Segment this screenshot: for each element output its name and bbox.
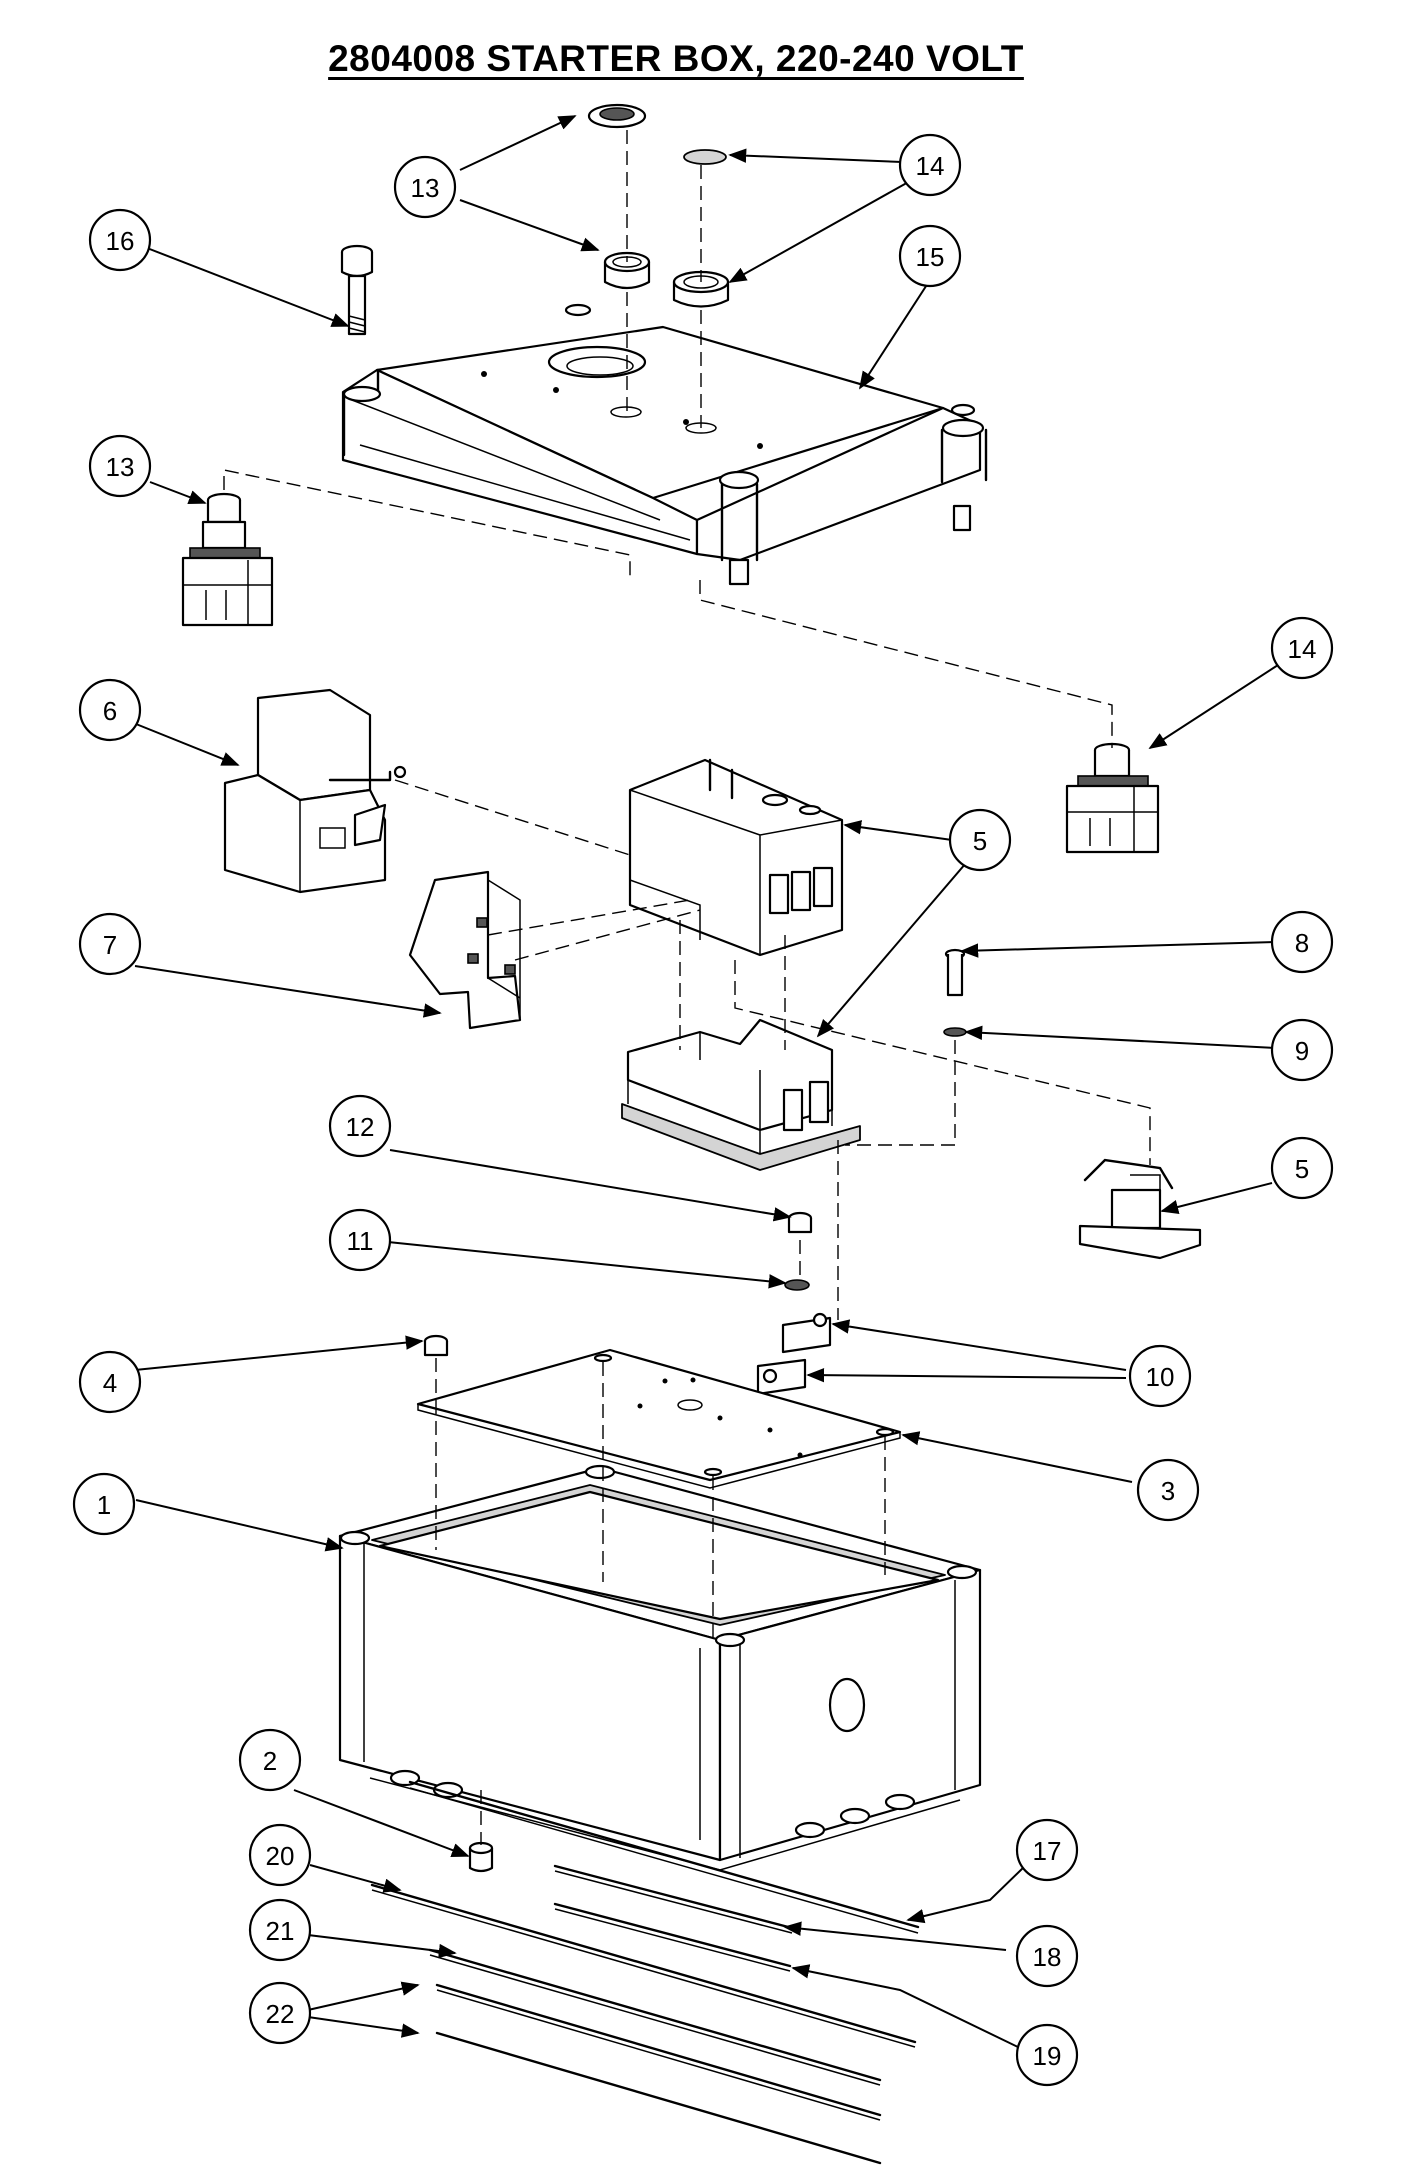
svg-text:18: 18 <box>1033 1942 1062 1972</box>
callout-19: 19 <box>1015 2023 1079 2087</box>
svg-text:5: 5 <box>973 826 987 856</box>
washer-9 <box>943 1027 967 1037</box>
wire-21 <box>428 1948 882 2086</box>
wire-22a <box>435 1983 882 2121</box>
overload-relay-6 <box>223 688 407 894</box>
callout-9: 9 <box>1270 1018 1334 1082</box>
svg-text:13: 13 <box>411 173 440 203</box>
contactor-base-5 <box>621 1018 861 1171</box>
svg-text:14: 14 <box>916 151 945 181</box>
svg-text:8: 8 <box>1295 928 1309 958</box>
wire-22b <box>435 2031 882 2165</box>
wire-19 <box>553 1902 792 1972</box>
wire-20 <box>370 1883 917 2048</box>
screw-8 <box>944 948 966 997</box>
ground-terminal-10 <box>756 1312 832 1396</box>
callout-7: 7 <box>78 912 142 976</box>
callout-8: 8 <box>1270 910 1334 974</box>
svg-text:22: 22 <box>266 1999 295 2029</box>
pushbutton-14 <box>1065 742 1160 854</box>
svg-text:19: 19 <box>1033 2041 1062 2071</box>
pushbutton-13 <box>181 492 274 627</box>
callout-6: 6 <box>78 678 142 742</box>
cover-screw-16 <box>340 244 374 336</box>
screw-12 <box>787 1211 813 1234</box>
mounting-plate-3 <box>416 1348 902 1489</box>
callout-13-top: 13 <box>393 155 457 219</box>
callout-14-top: 14 <box>898 133 962 197</box>
wire-18 <box>553 1864 794 1934</box>
callout-13-left: 13 <box>88 434 152 498</box>
cover-lid-15 <box>341 303 988 586</box>
auxiliary-contact-7 <box>408 870 522 1030</box>
svg-text:15: 15 <box>916 242 945 272</box>
svg-text:12: 12 <box>346 1112 375 1142</box>
callout-14-right: 14 <box>1270 616 1334 680</box>
callout-18: 18 <box>1015 1924 1079 1988</box>
contactor-5-upper <box>628 758 844 957</box>
callout-15: 15 <box>898 224 962 288</box>
callout-1: 1 <box>72 1472 136 1536</box>
svg-text:13: 13 <box>106 452 135 482</box>
lens-disc-top <box>683 149 727 165</box>
callout-16: 16 <box>88 208 152 272</box>
svg-text:20: 20 <box>266 1841 295 1871</box>
assembly-lines <box>223 130 1151 1845</box>
contactor-coil-5 <box>1078 1158 1202 1260</box>
svg-text:11: 11 <box>347 1226 374 1256</box>
callout-22: 22 <box>248 1981 312 2045</box>
enclosure-box-1 <box>338 1464 982 1871</box>
callout-12: 12 <box>328 1094 392 1158</box>
leader-lines <box>134 115 1279 2049</box>
callout-21: 21 <box>248 1898 312 1962</box>
svg-text:9: 9 <box>1295 1036 1309 1066</box>
svg-text:7: 7 <box>103 930 117 960</box>
plug-2 <box>468 1841 494 1873</box>
washer-11 <box>784 1279 810 1291</box>
page-title-text: 2804008 STARTER BOX, 220-240 VOLT <box>328 38 1024 79</box>
wire-17 <box>408 1780 920 1934</box>
svg-text:5: 5 <box>1295 1154 1309 1184</box>
callout-17: 17 <box>1015 1818 1079 1882</box>
screw-4 <box>423 1334 449 1357</box>
callout-5-lower: 5 <box>1270 1136 1334 1200</box>
callout-20: 20 <box>248 1823 312 1887</box>
callout-5-upper: 5 <box>948 808 1012 872</box>
callout-11: 11 <box>328 1208 392 1272</box>
svg-text:2: 2 <box>263 1746 277 1776</box>
svg-text:1: 1 <box>97 1490 111 1520</box>
svg-text:3: 3 <box>1161 1476 1175 1506</box>
indicator-cap-top <box>587 103 647 129</box>
svg-text:14: 14 <box>1288 634 1317 664</box>
callout-2: 2 <box>238 1728 302 1792</box>
svg-text:10: 10 <box>1146 1362 1175 1392</box>
svg-text:21: 21 <box>266 1916 295 1946</box>
callout-4: 4 <box>78 1350 142 1414</box>
svg-text:16: 16 <box>106 226 135 256</box>
callout-10: 10 <box>1128 1344 1192 1408</box>
svg-text:17: 17 <box>1033 1836 1062 1866</box>
svg-text:4: 4 <box>103 1368 117 1398</box>
svg-text:6: 6 <box>103 696 117 726</box>
page-title: 2804008 STARTER BOX, 220-240 VOLT <box>0 38 1352 80</box>
callout-3: 3 <box>1136 1458 1200 1522</box>
